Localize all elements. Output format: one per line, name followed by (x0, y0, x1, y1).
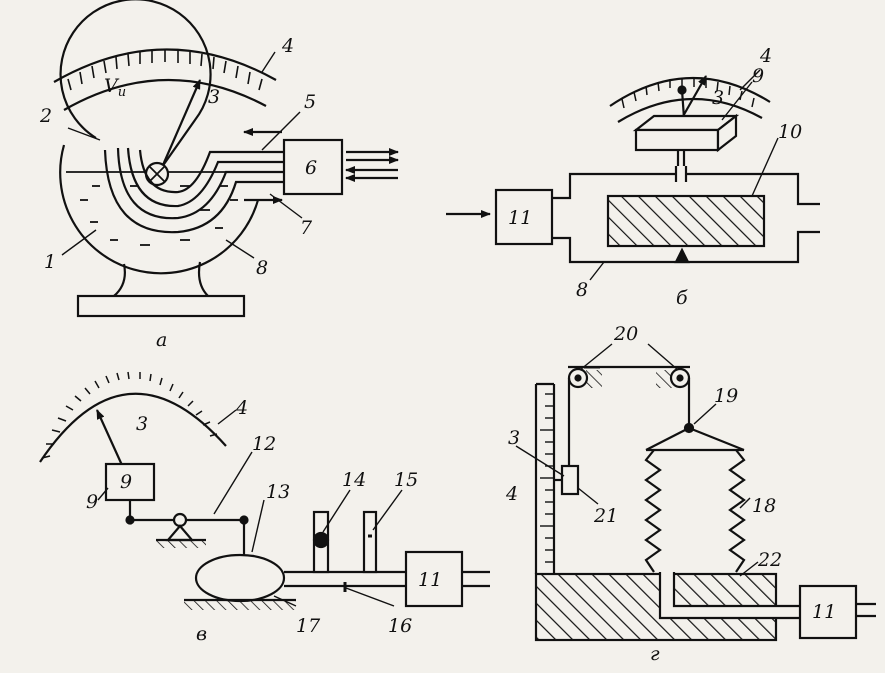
bellows-13 (194, 553, 286, 603)
caption-b: б (676, 287, 688, 309)
block-9-v-label: 9 (120, 471, 132, 493)
block-6 (282, 138, 344, 196)
label-9-v: 9 (86, 491, 98, 513)
scale-4-v (39, 371, 227, 463)
label-14-v: 14 (342, 469, 366, 491)
panel-g (515, 343, 876, 642)
label-9-b: 9 (752, 65, 764, 87)
caption-v: в (196, 623, 207, 645)
label-8-a: 8 (256, 257, 268, 279)
label-4-a: 4 (281, 35, 294, 57)
label-20-g: 20 (613, 323, 638, 345)
label-1-a: 1 (44, 251, 56, 273)
label-17-v: 17 (296, 615, 321, 637)
throttle-15 (362, 510, 378, 574)
label-4-v: 4 (235, 397, 248, 419)
panel-b (446, 69, 820, 281)
pointer-3-b (681, 75, 707, 119)
label-3-a: 3 (208, 86, 220, 108)
label-3-b: 3 (712, 87, 724, 109)
label-18-g: 18 (752, 495, 776, 517)
label-13-v: 13 (266, 481, 290, 503)
block-11-v (404, 550, 464, 608)
sector-2 (59, 0, 212, 175)
ruler-4 (534, 382, 556, 574)
panel-v (39, 371, 490, 610)
label-22-g: 22 (757, 549, 782, 571)
block-11-g (798, 584, 858, 640)
label-15-v: 15 (394, 469, 418, 491)
caption-g: г (650, 643, 660, 665)
label-4-b: 4 (759, 45, 772, 67)
pointer-3-a (161, 79, 202, 166)
tube-1 (103, 147, 284, 234)
volume-label: Vи (104, 75, 126, 100)
label-2-a: 2 (39, 105, 52, 127)
block-11-v-label: 11 (418, 569, 442, 591)
label-21-g: 21 (593, 505, 618, 527)
scale-4-b (609, 76, 771, 123)
pulleys-20 (567, 365, 691, 389)
pedestal-a (113, 261, 209, 297)
label-10-b: 10 (778, 121, 802, 143)
scale-4-a (53, 48, 277, 111)
label-7-a: 7 (300, 217, 313, 239)
block-11-g-label: 11 (812, 601, 836, 623)
label-5-a: 5 (304, 91, 316, 113)
label-16-v: 16 (388, 615, 412, 637)
label-12-v: 12 (252, 433, 276, 455)
weight-21 (560, 464, 580, 496)
base-22 (534, 572, 800, 642)
block-11-b-label: 11 (508, 207, 532, 229)
label-8-b: 8 (576, 279, 588, 301)
block-11-b (494, 188, 554, 246)
block-9-b (632, 113, 740, 153)
label-3-v: 3 (136, 413, 148, 435)
bellows-18 (644, 449, 746, 573)
block-6-label: 6 (305, 157, 317, 179)
base-a (76, 294, 246, 318)
vessel-8 (59, 144, 260, 275)
label-19-g: 19 (714, 385, 738, 407)
caption-a: а (156, 329, 167, 351)
panel-a (53, 0, 399, 318)
element-10 (606, 194, 766, 248)
block-9-v (104, 462, 156, 502)
label-4-g: 4 (505, 483, 518, 505)
label-3-g: 3 (508, 427, 520, 449)
